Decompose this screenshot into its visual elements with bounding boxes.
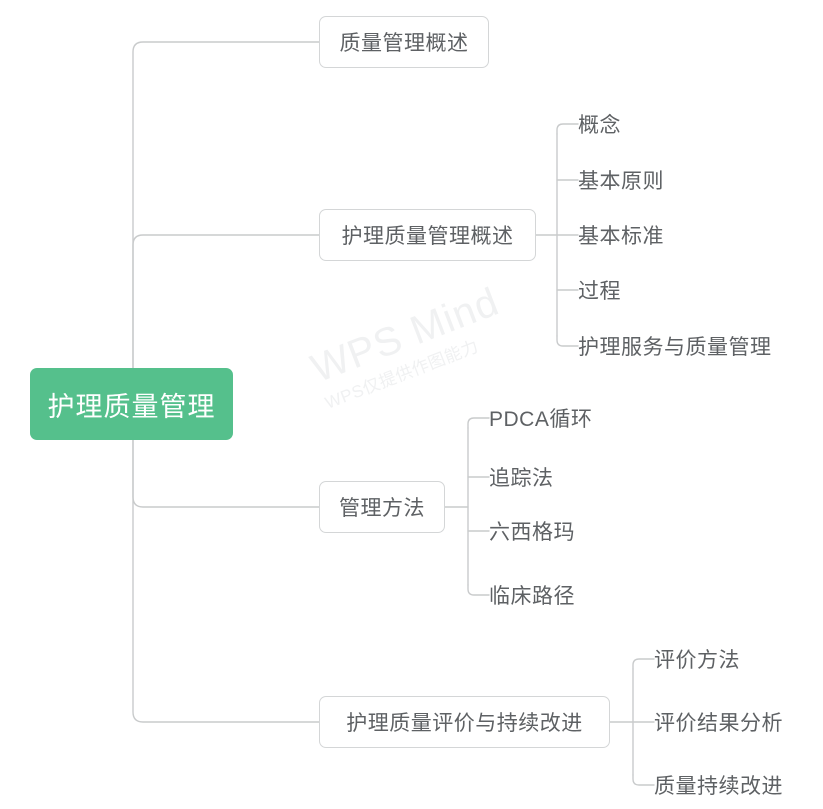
leaf-node-concept[interactable]: 概念 <box>578 114 621 137</box>
leaf-node-evaluation-methods[interactable]: 评价方法 <box>654 649 740 672</box>
connector-b2-child-5 <box>556 335 579 347</box>
connector-b3-child-4 <box>467 584 490 596</box>
branch-node-nursing-quality-management-overview[interactable]: 护理质量管理概述 <box>319 209 536 261</box>
leaf-node-pdca-cycle[interactable]: PDCA循环 <box>489 408 593 431</box>
leaf-node-basic-principles[interactable]: 基本原则 <box>578 170 664 193</box>
connector-b4-child-1 <box>632 658 655 670</box>
leaf-node-continuous-quality-improvement[interactable]: 质量持续改进 <box>654 775 783 798</box>
connector-b3-child-1 <box>467 417 490 429</box>
root-node[interactable]: 护理质量管理 <box>30 368 233 440</box>
connector-root-branch-4 <box>132 403 320 723</box>
watermark-main-text: WPS Mind <box>305 279 505 392</box>
leaf-node-tracer-methodology[interactable]: 追踪法 <box>489 467 554 490</box>
connector-root-trunk <box>132 41 320 405</box>
leaf-node-nursing-service-and-quality-management[interactable]: 护理服务与质量管理 <box>578 336 772 359</box>
leaf-node-six-sigma[interactable]: 六西格玛 <box>489 521 575 544</box>
watermark-sub-text: WPS仅提供作图能力 <box>322 336 482 413</box>
leaf-node-process[interactable]: 过程 <box>578 280 621 303</box>
leaf-node-evaluation-result-analysis[interactable]: 评价结果分析 <box>654 712 783 735</box>
branch-node-management-methods[interactable]: 管理方法 <box>319 481 445 533</box>
branch-node-nursing-quality-evaluation-improvement[interactable]: 护理质量评价与持续改进 <box>319 696 610 748</box>
connector-b4-child-3 <box>632 774 655 786</box>
branch-node-quality-management-overview[interactable]: 质量管理概述 <box>319 16 489 68</box>
leaf-node-basic-standards[interactable]: 基本标准 <box>578 225 664 248</box>
leaf-node-clinical-pathway[interactable]: 临床路径 <box>489 585 575 608</box>
connector-b2-child-1 <box>556 123 579 135</box>
